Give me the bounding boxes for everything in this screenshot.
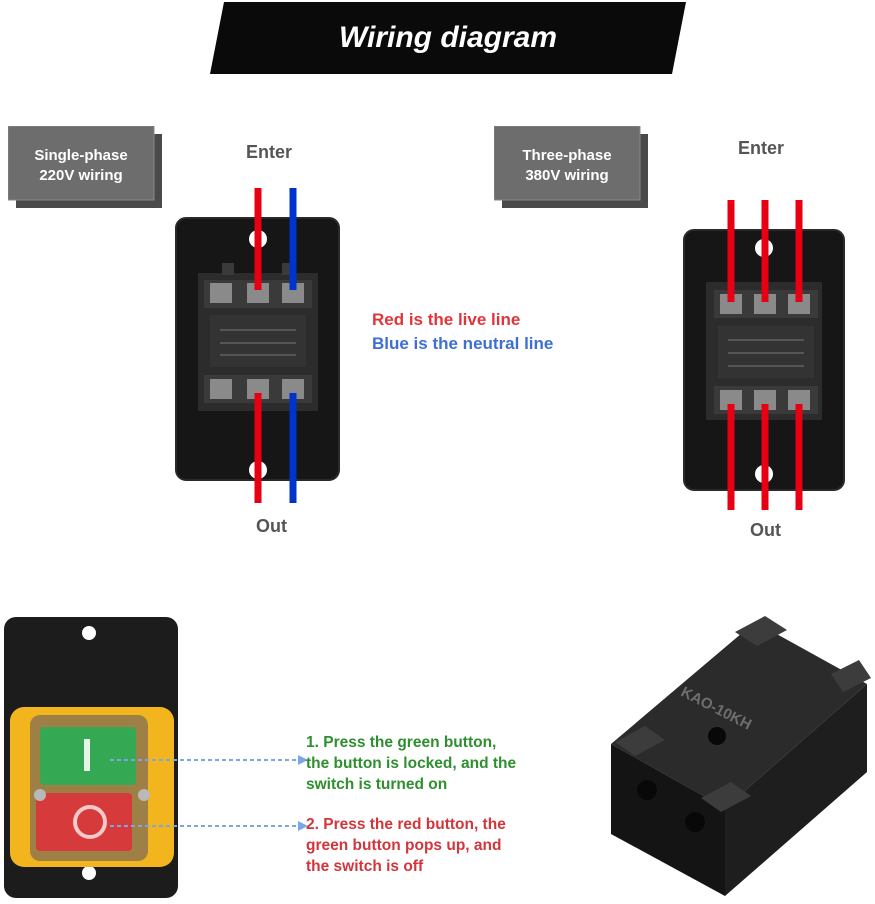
title-banner <box>210 2 686 74</box>
instruction-red-line: the switch is off <box>306 858 424 875</box>
switch-housing-box: KAO-10KH <box>611 616 871 896</box>
three-phase-enter-label: Enter <box>738 138 785 158</box>
instruction-green-line: switch is turned on <box>306 776 448 793</box>
wire-legend: Red is the live line Blue is the neutral… <box>372 308 553 356</box>
instruction-red-line: 2. Press the red button, the <box>306 816 506 833</box>
push-button-switch <box>4 617 178 898</box>
single-phase-enter-label: Enter <box>246 142 293 162</box>
instruction-arrows <box>110 755 308 831</box>
three-phase-tag: Three-phase 380V wiring <box>494 146 640 186</box>
instruction-red-line: green button pops up, and <box>306 837 502 854</box>
page-title: Wiring diagram <box>338 21 558 54</box>
three-phase-tag-line1: Three-phase <box>522 147 612 164</box>
single-phase-tag-bg <box>8 126 162 208</box>
three-phase-tag-line2: 380V wiring <box>525 167 609 184</box>
single-phase-switch <box>175 188 340 503</box>
three-phase-switch <box>683 200 845 510</box>
instruction-green-line: 1. Press the green button, <box>306 734 497 751</box>
legend-neutral: Blue is the neutral line <box>372 334 554 353</box>
single-phase-out-label: Out <box>256 516 287 536</box>
instruction-red: 2. Press the red button, the green butto… <box>306 814 506 877</box>
instruction-green-line: the button is locked, and the <box>306 755 517 772</box>
single-phase-tag-line1: Single-phase <box>34 147 128 164</box>
instruction-green: 1. Press the green button, the button is… <box>306 732 516 795</box>
legend-live: Red is the live line <box>372 310 521 329</box>
three-phase-out-label: Out <box>750 520 781 540</box>
three-phase-tag-bg <box>494 126 648 208</box>
red-button <box>36 793 132 851</box>
single-phase-tag: Single-phase 220V wiring <box>8 146 154 186</box>
single-phase-tag-line2: 220V wiring <box>39 167 123 184</box>
